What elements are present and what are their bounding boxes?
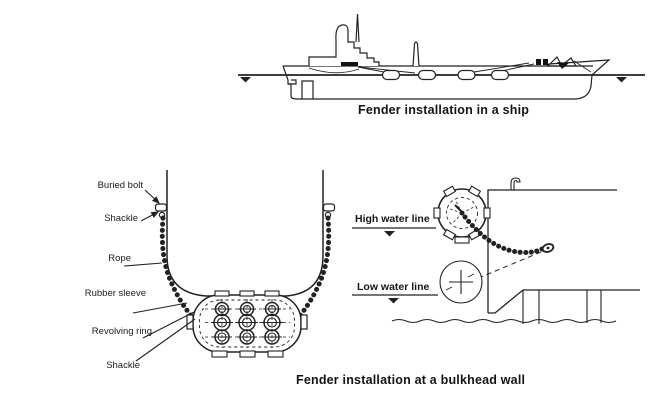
leader-lines (123, 189, 196, 362)
hanging-fender (186, 290, 308, 358)
wall-anchor-eye (541, 243, 555, 253)
label-low-water-line: Low water line (357, 281, 430, 293)
label-buried-bolt: Buried bolt (97, 180, 143, 191)
wall-base (488, 289, 640, 314)
seabed-line (391, 318, 617, 324)
bulkhead-wall-outline (487, 189, 617, 313)
water-surface-marker-right (616, 77, 627, 83)
piles (522, 290, 602, 324)
mast-icon (355, 13, 360, 43)
low-water-fender-position (439, 260, 483, 304)
buried-bolt-left (154, 203, 168, 219)
chain-left (159, 215, 195, 320)
ship-caption: Fender installation in a ship (358, 103, 530, 117)
label-shackle-top: Shackle (104, 213, 138, 224)
high-water-marker (384, 231, 395, 237)
ship-fenders (381, 69, 510, 81)
bulkhead-caption: Fender installation at a bulkhead wall (296, 373, 526, 387)
ship-illustration (238, 13, 645, 100)
label-shackle-bottom: Shackle (106, 360, 140, 371)
label-rubber-sleeve: Rubber sleeve (84, 288, 146, 299)
samson-post (412, 41, 420, 67)
chain-right (296, 215, 332, 320)
label-rope: Rope (108, 253, 131, 264)
low-water-marker (388, 298, 399, 304)
revolving-rings (211, 301, 283, 345)
buried-bolt-right (322, 203, 336, 219)
fender-side-tab-right (300, 314, 308, 330)
label-revolving-ring: Revolving ring (91, 326, 152, 337)
hull-u-outline (166, 170, 324, 297)
bulkhead-diagram (352, 177, 640, 324)
bollard-icon (510, 177, 521, 190)
bow-derricks (536, 56, 578, 69)
deckhouse-block (341, 62, 358, 66)
fender-chain (462, 214, 545, 255)
hull-cross-section (123, 170, 336, 362)
water-surface-marker-left (240, 77, 251, 83)
ship-superstructure (308, 13, 420, 74)
label-high-water-line: High water line (355, 213, 430, 225)
